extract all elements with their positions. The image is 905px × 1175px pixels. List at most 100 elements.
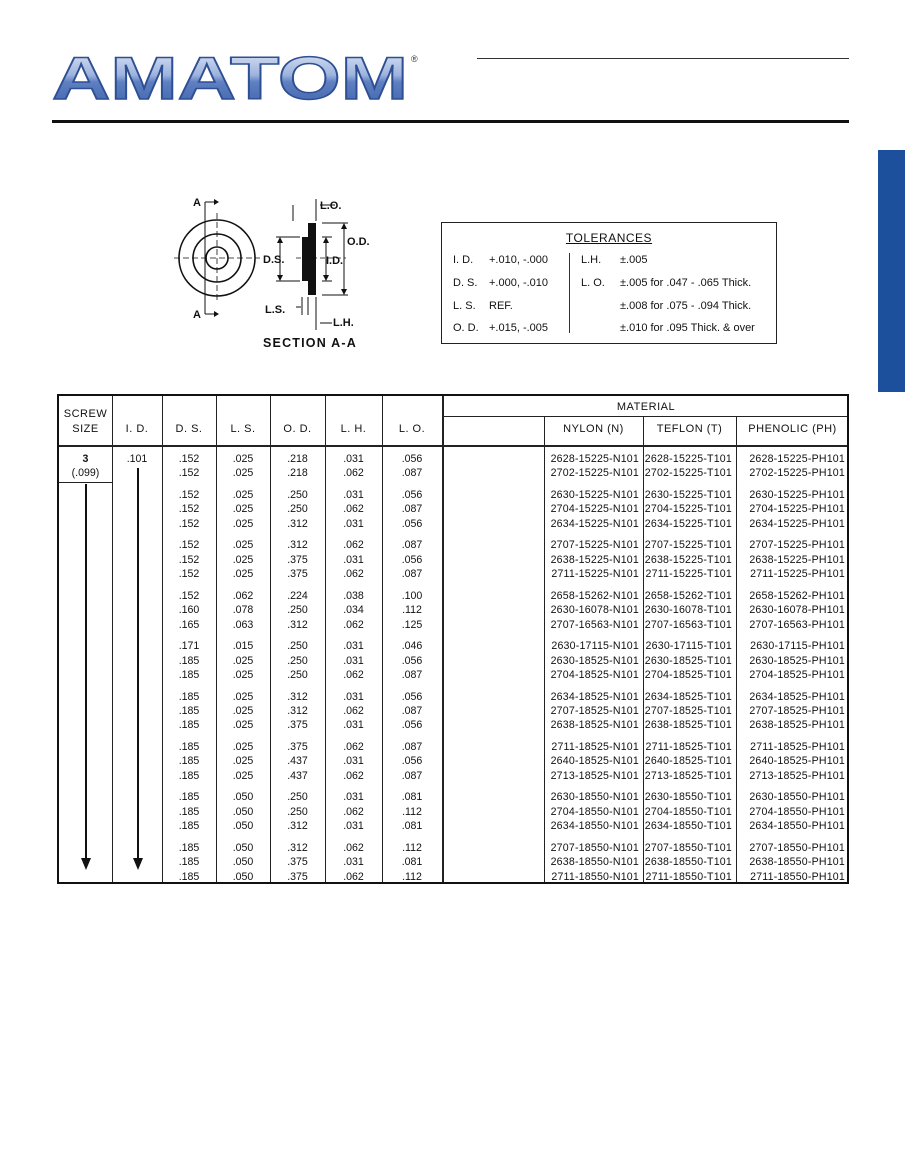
cell-lo: .056: [401, 654, 423, 667]
cell-od: .375: [287, 568, 308, 581]
header-id: I. D.: [125, 423, 149, 435]
cell-lh: .031: [343, 820, 364, 833]
cell-od: .250: [287, 503, 308, 516]
cell-t: 2640-18525-T101: [644, 755, 732, 768]
cell-od: .312: [287, 690, 308, 703]
cell-lo: .056: [401, 489, 423, 501]
col-divider: [442, 396, 444, 882]
header-lh: L. H.: [340, 423, 367, 435]
cell-lh: .062: [343, 741, 364, 753]
cell-ph: 2711-15225-PH101: [750, 568, 845, 581]
cell-ph: 2711-18525-PH101: [750, 741, 845, 753]
cell-ds: .185: [178, 856, 200, 869]
cell-ls: .025: [232, 669, 254, 681]
cell-ph: 2707-15225-PH101: [749, 539, 845, 552]
screw-size-value: 3: [82, 453, 89, 465]
cell-lh: .062: [343, 841, 364, 854]
cell-t: 2704-18525-T101: [644, 669, 732, 681]
cell-n: 2634-18550-N101: [550, 820, 639, 833]
cell-lo: .056: [401, 755, 423, 768]
cell-n: 2658-15262-N101: [550, 589, 639, 602]
front-view: [174, 201, 260, 315]
cell-t: 2704-18550-T101: [644, 805, 732, 818]
section-caption: SECTION A-A: [263, 336, 357, 350]
cell-ds: .160: [178, 604, 200, 617]
screw-size-decimal: (.099): [71, 467, 100, 479]
cell-ls: .063: [232, 618, 254, 631]
cell-t: 2707-18550-T101: [644, 841, 732, 854]
cell-lh: .031: [343, 719, 364, 732]
cell-n: 2704-18550-N101: [550, 805, 639, 818]
cell-lh: .062: [343, 805, 364, 818]
header-screw: SCREW: [63, 408, 108, 420]
tol-value: ±.008 for .075 - .094 Thick.: [620, 300, 752, 312]
cell-t: 2707-15225-T101: [644, 539, 732, 552]
cell-ls: .025: [232, 654, 254, 667]
cell-ph: 2638-18550-PH101: [749, 856, 845, 869]
id-label: I.D.: [326, 255, 343, 267]
spec-table: SCREW SIZE I. D. D. S. L. S. O. D. L. H.…: [57, 394, 849, 884]
col-divider: [112, 396, 113, 882]
cell-ph: 2707-18550-PH101: [749, 841, 845, 854]
cell-od: .312: [287, 705, 308, 717]
cell-ds: .152: [178, 553, 200, 566]
col-divider: [162, 396, 163, 882]
cell-ls: .050: [232, 791, 254, 804]
id-continuation-arrow: [137, 468, 139, 858]
tol-value: ±.005: [620, 254, 648, 266]
cell-od: .218: [287, 453, 308, 465]
cell-ds: .185: [178, 841, 200, 854]
header-od: O. D.: [283, 423, 312, 435]
cell-lo: .087: [401, 503, 423, 516]
cell-ls: .015: [232, 640, 254, 653]
cell-od: .250: [287, 654, 308, 667]
cell-ph: 2630-18550-PH101: [749, 791, 845, 804]
cell-lh: .062: [343, 618, 364, 631]
cell-lo: .100: [401, 589, 423, 602]
cell-od: .250: [287, 791, 308, 804]
cell-lh: .031: [343, 690, 364, 703]
material-header-gap: [643, 396, 645, 416]
cell-ph: 2630-16078-PH101: [749, 604, 845, 617]
cell-n: 2711-15225-N101: [551, 568, 639, 581]
tol-label: L. S.: [453, 300, 476, 312]
cell-ds: .152: [178, 489, 200, 501]
cell-ph: 2658-15262-PH101: [749, 589, 845, 602]
down-arrow-icon: [81, 858, 91, 870]
material-header-gap: [736, 396, 738, 416]
col-divider: [643, 396, 644, 882]
cell-ls: .050: [232, 870, 254, 883]
cell-od: .437: [287, 755, 308, 768]
cell-ds: .185: [178, 791, 200, 804]
cell-ls: .025: [232, 489, 254, 501]
cell-od: .375: [287, 719, 308, 732]
cell-od: .375: [287, 553, 308, 566]
cell-t: 2707-16563-T101: [644, 618, 732, 631]
cell-ds: .152: [178, 589, 200, 602]
tolerances-divider: [569, 253, 570, 333]
cell-n: 2707-15225-N101: [550, 539, 639, 552]
section-view: [276, 199, 348, 330]
cell-od: .437: [287, 769, 308, 782]
washer-section-diagram: A A L.O. O: [174, 197, 370, 350]
cell-n: 2711-18525-N101: [551, 741, 639, 753]
cell-lh: .031: [343, 640, 364, 653]
screw-size-rule: [59, 482, 112, 483]
header-nylon: NYLON (N): [563, 423, 624, 435]
cell-t: 2634-15225-T101: [644, 517, 732, 530]
cell-ls: .050: [232, 820, 254, 833]
cell-ds: .185: [178, 654, 200, 667]
cell-ls: .025: [232, 705, 254, 717]
cell-t: 2711-18550-T101: [645, 870, 732, 883]
cell-ph: 2630-18525-PH101: [749, 654, 845, 667]
cell-lh: .062: [343, 539, 364, 552]
registered-mark: ®: [411, 54, 418, 64]
cell-lh: .062: [343, 503, 364, 516]
cell-ls: .078: [232, 604, 254, 617]
cell-t: 2630-16078-T101: [644, 604, 732, 617]
cell-ph: 2707-16563-PH101: [749, 618, 845, 631]
cell-ph: 2638-15225-PH101: [749, 553, 845, 566]
cell-od: .224: [287, 589, 308, 602]
cell-od: .250: [287, 640, 308, 653]
cell-ds: .185: [178, 870, 200, 883]
